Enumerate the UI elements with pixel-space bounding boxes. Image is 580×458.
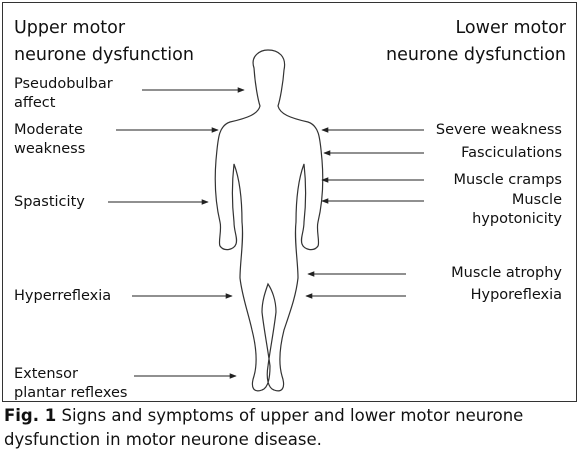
label-severe-weakness-line1: Severe weakness [435, 122, 562, 138]
label-muscle-cramps-line1: Muscle cramps [453, 172, 563, 188]
label-hypotonicity-line2: hypotonicity [472, 211, 562, 227]
figure-caption: Fig. 1 Signs and symptoms of upper and l… [4, 404, 578, 452]
label-muscle-atrophy-line1: Muscle atrophy [451, 265, 562, 281]
lower-motor-header-line2: neurone dysfunction [386, 45, 566, 65]
upper-motor-header-line2: neurone dysfunction [14, 45, 194, 65]
label-pseudobulbar-line2: affect [14, 95, 56, 111]
label-spasticity: Spasticity [14, 193, 85, 212]
label-fasciculations: Fasciculations [461, 144, 562, 163]
diagram-svg [108, 49, 424, 392]
label-severe-weakness: Severe weakness [436, 121, 562, 140]
human-body-outline [214, 49, 324, 392]
label-extensor-line1: Extensor [14, 366, 78, 382]
upper-motor-header-line1: Upper motor [14, 18, 126, 38]
lower-motor-header-line1: Lower motor [455, 18, 566, 38]
label-moderate-line1: Moderate [14, 122, 83, 138]
label-hyperreflexia-line1: Hyperreflexia [14, 288, 112, 304]
label-extensor-line2: plantar reflexes [14, 385, 128, 401]
label-spasticity-line1: Spasticity [14, 194, 85, 210]
label-muscle-hypotonicity: Muscle hypotonicity [472, 191, 562, 229]
upper-motor-header: Upper motor neurone dysfunction [14, 15, 194, 69]
figure-number: Fig. 1 [4, 406, 57, 425]
diagram-frame [2, 2, 577, 402]
label-muscle-atrophy: Muscle atrophy [451, 264, 562, 283]
label-extensor-plantar-reflexes: Extensor plantar reflexes [14, 365, 127, 403]
label-hyporeflexia-line1: Hyporeflexia [470, 287, 562, 303]
label-pseudobulbar-affect: Pseudobulbar affect [14, 75, 113, 113]
label-pseudobulbar-line1: Pseudobulbar [14, 76, 113, 92]
label-muscle-cramps: Muscle cramps [454, 171, 563, 190]
lower-motor-header: Lower motor neurone dysfunction [386, 15, 566, 69]
label-hyporeflexia: Hyporeflexia [471, 286, 562, 305]
label-fasciculations-line1: Fasciculations [461, 145, 562, 161]
label-hypotonicity-line1: Muscle [511, 192, 562, 208]
label-moderate-weakness: Moderate weakness [14, 121, 85, 159]
figure-caption-text: Signs and symptoms of upper and lower mo… [4, 406, 524, 449]
label-moderate-line2: weakness [14, 141, 86, 157]
label-hyperreflexia: Hyperreflexia [14, 287, 111, 306]
